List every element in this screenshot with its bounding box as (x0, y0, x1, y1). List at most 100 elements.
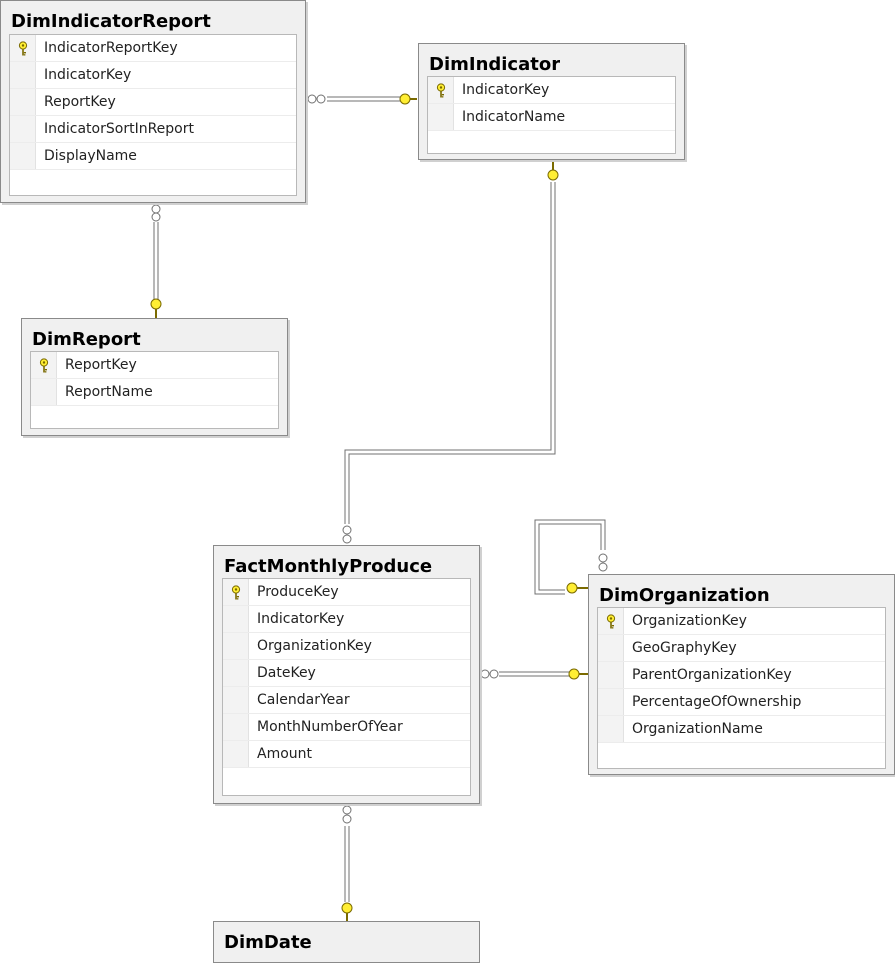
row-selector[interactable] (223, 579, 249, 605)
row-selector[interactable] (223, 633, 249, 659)
row-selector[interactable] (223, 660, 249, 686)
column-row[interactable]: MonthNumberOfYear (223, 714, 470, 741)
table-title: DimReport (32, 329, 141, 349)
column-name: OrganizationName (632, 721, 763, 737)
row-selector[interactable] (223, 741, 249, 767)
column-row[interactable]: IndicatorKey (428, 77, 675, 104)
column-row[interactable]: ReportKey (31, 352, 278, 379)
many-end-icon (598, 562, 608, 572)
many-end-icon (316, 94, 326, 104)
table-dimdate[interactable]: DimDate (213, 921, 480, 963)
relationship-factmonthlyproduce-dimdate[interactable] (341, 805, 353, 921)
column-row[interactable]: OrganizationKey (598, 608, 885, 635)
primary-key-icon (18, 41, 28, 56)
relationship-dimindicatorreport-dimindicator[interactable] (307, 93, 417, 105)
row-selector[interactable] (598, 608, 624, 634)
column-row[interactable]: ProduceKey (223, 579, 470, 606)
table-title: DimIndicator (429, 54, 561, 74)
column-name: CalendarYear (257, 692, 350, 708)
row-selector[interactable] (428, 104, 454, 130)
column-name: IndicatorSortInReport (44, 121, 194, 137)
many-end-icon (151, 212, 161, 222)
many-end-icon (342, 805, 352, 815)
table-title: DimOrganization (599, 585, 770, 605)
many-end-icon (480, 669, 490, 679)
column-row[interactable]: GeoGraphyKey (598, 635, 885, 662)
column-name: DateKey (257, 665, 316, 681)
column-name: ReportKey (44, 94, 116, 110)
column-row[interactable]: OrganizationKey (223, 633, 470, 660)
column-row[interactable]: DisplayName (10, 143, 296, 170)
row-selector[interactable] (31, 352, 57, 378)
column-name: Amount (257, 746, 313, 762)
key-end-icon (568, 668, 580, 680)
column-row[interactable]: PercentageOfOwnership (598, 689, 885, 716)
column-row[interactable]: ReportKey (10, 89, 296, 116)
many-end-icon (151, 204, 161, 214)
row-selector[interactable] (10, 143, 36, 169)
row-selector[interactable] (223, 606, 249, 632)
column-row[interactable]: OrganizationName (598, 716, 885, 743)
column-name: OrganizationKey (632, 613, 747, 629)
column-row[interactable]: DateKey (223, 660, 470, 687)
many-end-icon (489, 669, 499, 679)
column-name: IndicatorKey (44, 67, 132, 83)
row-selector[interactable] (598, 716, 624, 742)
column-name: ParentOrganizationKey (632, 667, 792, 683)
many-end-icon (598, 553, 608, 563)
primary-key-icon (39, 358, 49, 373)
column-name: DisplayName (44, 148, 137, 164)
column-row[interactable]: ReportName (31, 379, 278, 406)
many-end-icon (342, 814, 352, 824)
column-row[interactable]: IndicatorKey (10, 62, 296, 89)
row-selector[interactable] (598, 662, 624, 688)
column-row[interactable]: IndicatorKey (223, 606, 470, 633)
relationship-dimorganization-self[interactable] (534, 519, 608, 595)
many-end-icon (342, 525, 352, 535)
row-selector[interactable] (10, 89, 36, 115)
row-selector[interactable] (428, 77, 454, 103)
many-end-icon (342, 534, 352, 544)
row-selector[interactable] (31, 379, 57, 405)
row-selector[interactable] (598, 635, 624, 661)
column-name: ReportKey (65, 357, 137, 373)
key-end-icon (399, 93, 411, 105)
relationship-factmonthlyproduce-dimindicator[interactable] (342, 161, 559, 544)
column-row[interactable]: IndicatorSortInReport (10, 116, 296, 143)
column-row[interactable]: Amount (223, 741, 470, 768)
column-row[interactable]: IndicatorReportKey (10, 35, 296, 62)
column-name: ReportName (65, 384, 153, 400)
row-selector[interactable] (223, 714, 249, 740)
column-name: GeoGraphyKey (632, 640, 737, 656)
relationship-factmonthlyproduce-dimorganization[interactable] (480, 668, 588, 680)
row-selector[interactable] (10, 116, 36, 142)
row-selector[interactable] (598, 689, 624, 715)
row-selector[interactable] (223, 687, 249, 713)
column-row[interactable]: CalendarYear (223, 687, 470, 714)
primary-key-icon (231, 585, 241, 600)
column-row[interactable]: IndicatorName (428, 104, 675, 131)
column-row[interactable]: ParentOrganizationKey (598, 662, 885, 689)
key-end-icon (341, 902, 353, 914)
column-name: MonthNumberOfYear (257, 719, 403, 735)
row-selector[interactable] (10, 35, 36, 61)
primary-key-icon (436, 83, 446, 98)
table-title: DimDate (224, 932, 312, 952)
column-name: IndicatorReportKey (44, 40, 178, 56)
key-end-icon (547, 169, 559, 181)
key-end-icon (150, 298, 162, 310)
row-selector[interactable] (10, 62, 36, 88)
relationship-dimindicatorreport-dimreport[interactable] (150, 204, 162, 318)
key-end-icon (566, 582, 578, 594)
